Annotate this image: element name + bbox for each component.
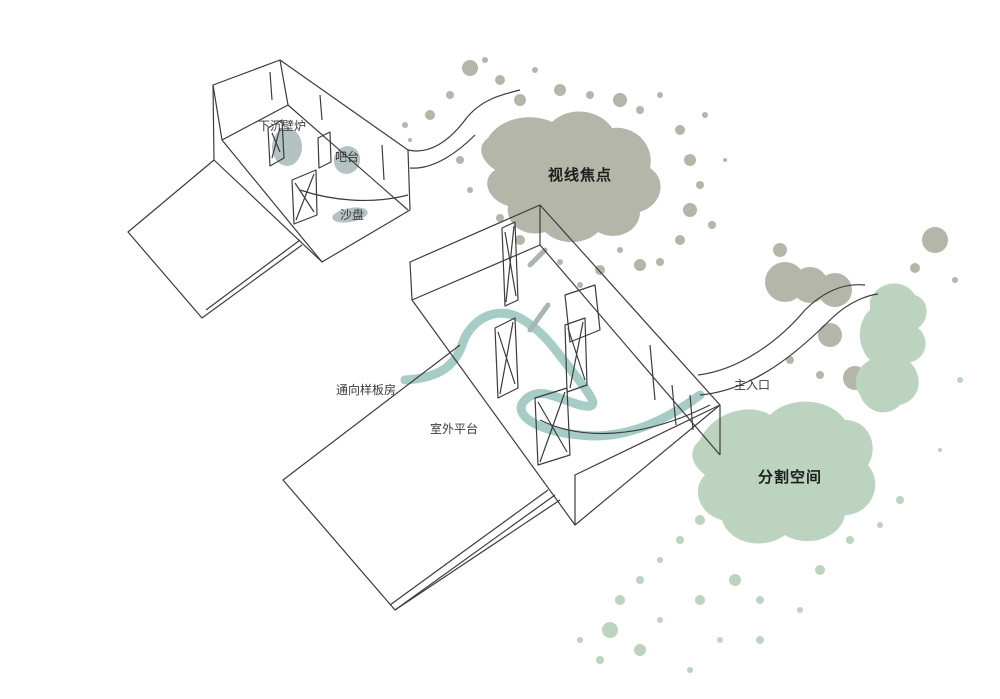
circulation-path — [400, 308, 705, 441]
label-sunken-fireplace: 下沉壁炉 — [258, 119, 307, 133]
label-outdoor-platform: 室外平台 — [430, 422, 479, 436]
green-ink-splash — [577, 283, 963, 673]
label-main-entrance: 主入口 — [734, 378, 771, 392]
label-to-showroom: 通向样板房 — [336, 383, 397, 397]
zone-markers — [272, 128, 368, 223]
gray-ink-splash — [402, 57, 958, 390]
marker-strokes — [527, 247, 551, 333]
label-sand-table: 沙盘 — [340, 208, 365, 222]
label-bar-counter: 吧台 — [335, 150, 360, 164]
callout-focal-point: 视线焦点 — [548, 166, 613, 184]
callout-divided-space: 分割空间 — [758, 468, 823, 486]
ink-lines — [127, 59, 879, 611]
